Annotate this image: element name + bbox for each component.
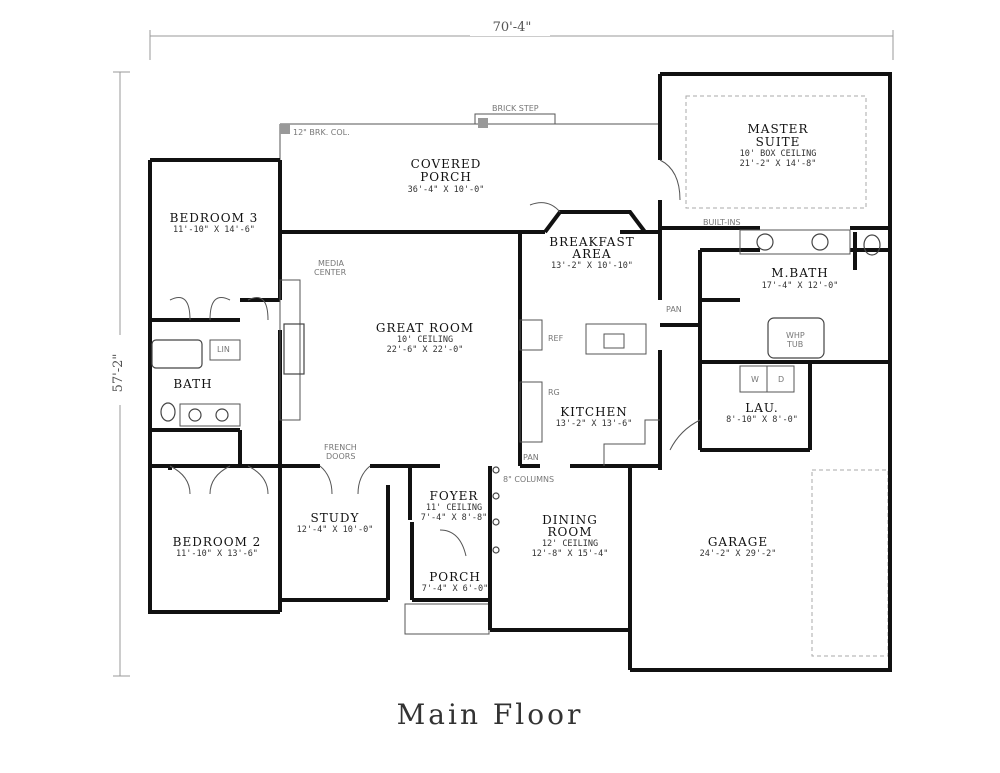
note-brick-column: 12" BRK. COL. <box>293 128 350 137</box>
width-dimension: 70'-4" <box>493 20 532 35</box>
svg-text:GARAGE: GARAGE <box>708 535 768 549</box>
svg-text:STUDY: STUDY <box>311 511 360 525</box>
svg-text:AREA: AREA <box>571 247 611 261</box>
note-doors: DOORS <box>326 452 355 461</box>
room-bath: BATH <box>173 377 212 391</box>
svg-text:LAU.: LAU. <box>745 401 778 415</box>
note-french: FRENCH <box>324 443 357 452</box>
room-master-bath: M.BATH 17'-4" X 12'-0" <box>762 266 839 291</box>
dashed-outlines <box>279 95 889 657</box>
room-labels: MASTER SUITE 10' BOX CEILING 21'-2" X 14… <box>170 122 839 594</box>
svg-text:10' BOX CEILING: 10' BOX CEILING <box>740 149 817 159</box>
svg-text:BREAKFAST: BREAKFAST <box>549 235 634 249</box>
svg-text:BATH: BATH <box>173 377 212 391</box>
svg-text:PORCH: PORCH <box>429 570 481 584</box>
room-great-room: GREAT ROOM 10' CEILING 22'-6" X 22'-0" <box>376 321 474 355</box>
svg-text:GREAT ROOM: GREAT ROOM <box>376 321 474 335</box>
interior-details <box>151 159 881 557</box>
svg-text:13'-2" X 13'-6": 13'-2" X 13'-6" <box>556 419 633 429</box>
note-rg: RG <box>548 388 560 397</box>
note-center: CENTER <box>314 268 347 277</box>
svg-text:FOYER: FOYER <box>430 489 479 503</box>
room-kitchen: KITCHEN 13'-2" X 13'-6" <box>556 405 633 429</box>
note-columns: 8" COLUMNS <box>503 475 554 484</box>
room-covered-porch: COVERED PORCH 36'-4" X 10'-0" <box>408 157 485 195</box>
svg-text:M.BATH: M.BATH <box>771 266 828 280</box>
room-garage: GARAGE 24'-2" X 29'-2" <box>700 535 777 559</box>
svg-text:12' CEILING: 12' CEILING <box>542 539 598 549</box>
note-lin: LIN <box>217 345 230 354</box>
svg-text:ROOM: ROOM <box>548 525 593 539</box>
svg-text:COVERED: COVERED <box>411 157 482 171</box>
depth-dimension: 57'-2" <box>111 354 126 393</box>
note-built-ins: BUILT-INS <box>703 218 741 227</box>
room-foyer: FOYER 11' CEILING 7'-4" X 8'-8" <box>421 489 488 523</box>
svg-text:21'-2" X 14'-8": 21'-2" X 14'-8" <box>740 159 817 169</box>
note-washer: W <box>751 375 759 384</box>
room-porch: PORCH 7'-4" X 6'-0" <box>422 570 489 594</box>
room-breakfast-area: BREAKFAST AREA 13'-2" X 10'-10" <box>549 235 634 271</box>
svg-text:11'-10" X 13'-6": 11'-10" X 13'-6" <box>176 549 258 559</box>
note-brick-step: BRICK STEP <box>492 104 539 113</box>
svg-text:KITCHEN: KITCHEN <box>560 405 628 419</box>
svg-text:24'-2" X 29'-2": 24'-2" X 29'-2" <box>700 549 777 559</box>
room-laundry: LAU. 8'-10" X 8'-0" <box>726 401 798 425</box>
svg-text:10' CEILING: 10' CEILING <box>397 335 453 345</box>
svg-text:MASTER: MASTER <box>748 122 809 136</box>
svg-text:12'-4" X 10'-0": 12'-4" X 10'-0" <box>297 525 374 535</box>
svg-text:17'-4" X 12'-0": 17'-4" X 12'-0" <box>762 281 839 291</box>
note-whp: WHP <box>786 331 805 340</box>
svg-text:BEDROOM 2: BEDROOM 2 <box>173 535 262 549</box>
plan-notes: BRICK STEP 12" BRK. COL. BUILT-INS MEDIA… <box>217 104 805 484</box>
room-master-suite: MASTER SUITE 10' BOX CEILING 21'-2" X 14… <box>740 122 817 169</box>
svg-text:7'-4" X 6'-0": 7'-4" X 6'-0" <box>422 584 489 594</box>
svg-text:11'-10" X 14'-6": 11'-10" X 14'-6" <box>173 225 255 235</box>
note-ref: REF <box>548 334 564 343</box>
svg-text:36'-4" X 10'-0": 36'-4" X 10'-0" <box>408 185 485 195</box>
plan-caption: Main Floor <box>397 698 584 731</box>
note-dryer: D <box>778 375 784 384</box>
svg-text:SUITE: SUITE <box>756 135 801 149</box>
svg-text:12'-8" X 15'-4": 12'-8" X 15'-4" <box>532 549 609 559</box>
svg-text:PORCH: PORCH <box>420 170 472 184</box>
svg-text:BEDROOM 3: BEDROOM 3 <box>170 211 259 225</box>
dimension-lines: 70'-4" 57'-2" <box>106 18 894 677</box>
svg-text:13'-2" X 10'-10": 13'-2" X 10'-10" <box>551 261 633 271</box>
svg-text:7'-4" X 8'-8": 7'-4" X 8'-8" <box>421 513 488 523</box>
note-pan-upper: PAN <box>666 305 682 314</box>
room-bedroom-3: BEDROOM 3 11'-10" X 14'-6" <box>170 211 259 235</box>
note-media: MEDIA <box>318 259 344 268</box>
note-pan-lower: PAN <box>523 453 539 462</box>
svg-text:22'-6" X 22'-0": 22'-6" X 22'-0" <box>387 345 464 355</box>
svg-text:11' CEILING: 11' CEILING <box>426 503 482 513</box>
room-study: STUDY 12'-4" X 10'-0" <box>297 511 374 535</box>
note-tub: TUB <box>786 340 803 349</box>
room-dining-room: DINING ROOM 12' CEILING 12'-8" X 15'-4" <box>532 513 609 559</box>
svg-text:8'-10" X 8'-0": 8'-10" X 8'-0" <box>726 415 798 425</box>
room-bedroom-2: BEDROOM 2 11'-10" X 13'-6" <box>173 535 262 559</box>
svg-text:DINING: DINING <box>542 513 598 527</box>
